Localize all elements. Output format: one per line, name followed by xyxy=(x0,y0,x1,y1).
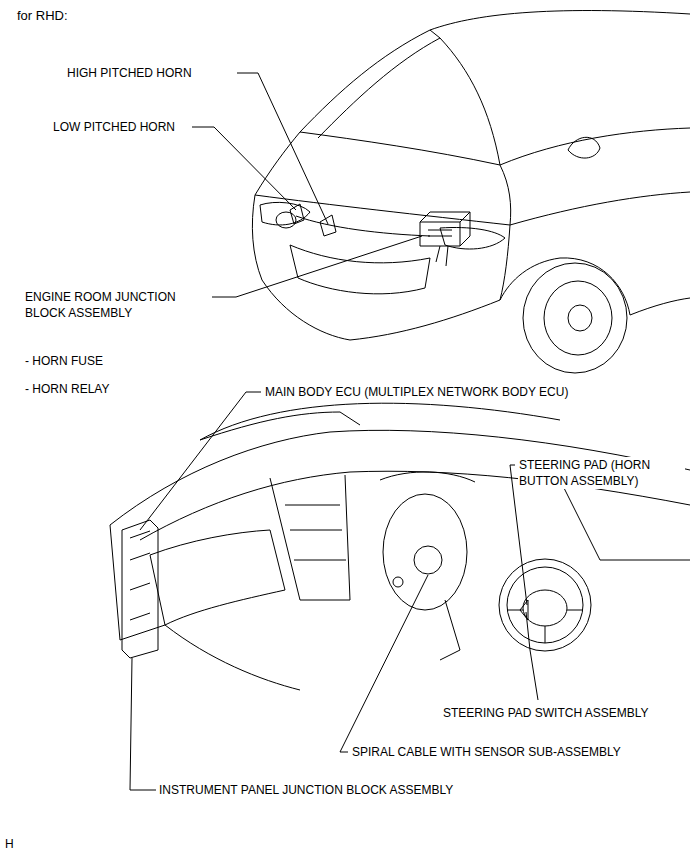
part-label: INSTRUMENT PANEL JUNCTION BLOCK ASSEMBLY xyxy=(158,782,454,798)
part-label: HIGH PITCHED HORN xyxy=(66,65,193,81)
sub-item-label: - HORN FUSE xyxy=(24,353,104,369)
car-exterior xyxy=(252,11,690,373)
figure-code: H xyxy=(4,836,15,852)
part-label: SPIRAL CABLE WITH SENSOR SUB-ASSEMBLY xyxy=(351,744,622,760)
leader-lines xyxy=(130,73,538,790)
part-label: MAIN BODY ECU (MULTIPLEX NETWORK BODY EC… xyxy=(264,384,569,400)
instrument-panel xyxy=(110,403,690,690)
part-label: STEERING PAD SWITCH ASSEMBLY xyxy=(442,705,650,721)
diagram-title: for RHD: xyxy=(16,8,69,24)
part-label: ENGINE ROOM JUNCTION BLOCK ASSEMBLY xyxy=(24,289,212,321)
part-label: STEERING PAD (HORN BUTTON ASSEMBLY) xyxy=(518,457,685,489)
sub-item-label: - HORN RELAY xyxy=(24,381,110,397)
part-label: LOW PITCHED HORN xyxy=(52,119,176,135)
